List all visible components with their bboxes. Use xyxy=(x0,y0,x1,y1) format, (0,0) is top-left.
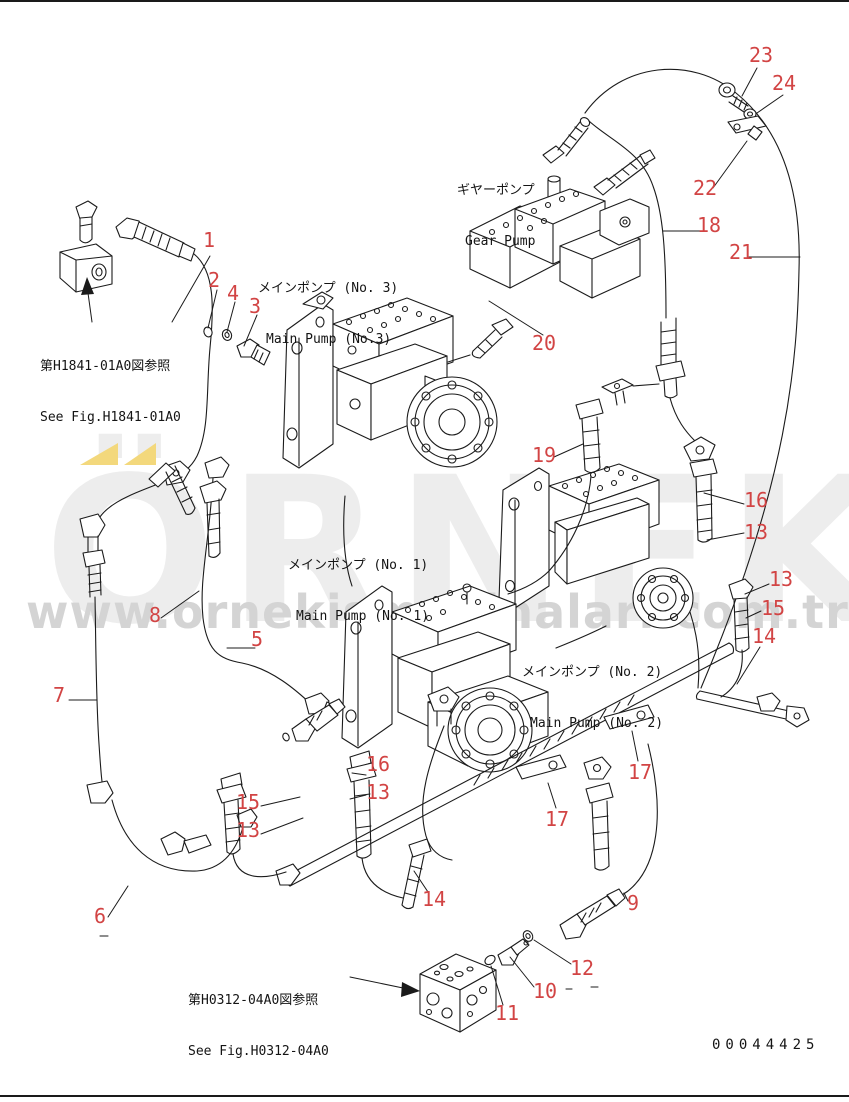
callout-15-left: 15 xyxy=(236,790,261,814)
gear-pump-drawing xyxy=(469,117,656,299)
label-gear-pump-en: Gear Pump xyxy=(465,234,536,249)
fittings-bottom-center xyxy=(216,686,460,910)
callout-13-left: 13 xyxy=(236,818,261,842)
label-main-pump-2-jp: メインポンプ (No. 2) xyxy=(522,665,663,680)
ref-fig-h1841-en: See Fig.H1841-01A0 xyxy=(40,410,181,425)
callout-18: 18 xyxy=(697,213,722,237)
callout-12: 12 xyxy=(570,956,595,980)
callout-10: 10 xyxy=(533,979,558,1003)
reference-arrows xyxy=(81,277,420,997)
callout-19: 19 xyxy=(532,443,557,467)
spiral-hose xyxy=(275,642,735,887)
callout-11: 11 xyxy=(495,1001,520,1025)
label-main-pump-2-en: Main Pump (No. 2) xyxy=(530,716,664,731)
callout-14-bottom: 14 xyxy=(422,887,447,911)
drawing-number: 00044425 xyxy=(712,1037,820,1053)
ref-fig-h1841-label: 第H1841-01A0図参照 See Fig.H1841-01A0 xyxy=(40,324,181,460)
ref-fig-h0312-en: See Fig.H0312-04A0 xyxy=(188,1044,329,1059)
tee-and-tube-19 xyxy=(507,378,660,649)
callout-14-right: 14 xyxy=(752,624,777,648)
callout-23: 23 xyxy=(749,43,774,67)
callout-13-mid: 13 xyxy=(366,780,391,804)
callout-13-right-lower: 13 xyxy=(769,567,794,591)
callout-15-right: 15 xyxy=(761,596,786,620)
callout-7: 7 xyxy=(53,683,66,707)
label-gear-pump: ギヤーポンプ Gear Pump xyxy=(457,148,535,284)
ref-fig-h1841-jp: 第H1841-01A0図参照 xyxy=(40,359,171,374)
callout-8: 8 xyxy=(149,603,162,627)
callout-13-right-upper: 13 xyxy=(744,520,769,544)
callout-17-lower: 17 xyxy=(545,807,570,831)
callout-4: 4 xyxy=(227,281,240,305)
label-main-pump-1: メインポンプ (No. 1) Main Pump (No. 1) xyxy=(288,523,429,659)
long-hoses-right xyxy=(584,68,800,689)
callout-9: 9 xyxy=(627,891,640,915)
main-pump-3-drawing xyxy=(282,291,498,469)
label-main-pump-3: メインポンプ (No. 3) Main Pump (No.3) xyxy=(258,246,398,382)
leader-lines xyxy=(68,67,801,1006)
main-pump-2-drawing xyxy=(498,463,694,629)
callout-16-mid: 16 xyxy=(366,752,391,776)
callout-2: 2 xyxy=(208,268,221,292)
pump3-to-pump1-hose xyxy=(343,318,514,587)
elbow-and-hose-9 xyxy=(484,743,658,990)
callout-1: 1 xyxy=(203,228,216,252)
callout-21: 21 xyxy=(729,240,754,264)
callout-17-upper: 17 xyxy=(628,760,653,784)
ref-fig-h0312-jp: 第H0312-04A0図参照 xyxy=(188,993,319,1008)
page-top-edge-line xyxy=(0,0,849,2)
hoses-left xyxy=(79,253,339,937)
callout-16-right: 16 xyxy=(744,488,769,512)
fittings-right-column xyxy=(683,436,810,728)
label-main-pump-1-jp: メインポンプ (No. 1) xyxy=(288,558,429,573)
label-main-pump-3-en: Main Pump (No.3) xyxy=(266,332,392,347)
callout-22: 22 xyxy=(693,176,718,200)
callout-5: 5 xyxy=(251,627,264,651)
fitting-cluster-top-left xyxy=(59,200,196,293)
label-main-pump-1-en: Main Pump (No. 1) xyxy=(296,609,430,624)
page-bottom-edge-line xyxy=(0,1095,849,1097)
label-main-pump-2: メインポンプ (No. 2) Main Pump (No. 2) xyxy=(522,630,663,766)
manifold-block-drawing xyxy=(419,953,497,1033)
label-main-pump-3-jp: メインポンプ (No. 3) xyxy=(258,281,399,296)
callout-20: 20 xyxy=(532,331,557,355)
ref-fig-h0312-label: 第H0312-04A0図参照 See Fig.H0312-04A0 xyxy=(188,958,329,1094)
callout-6: 6 xyxy=(94,904,107,928)
label-gear-pump-jp: ギヤーポンプ xyxy=(457,183,535,198)
callout-3: 3 xyxy=(249,294,262,318)
callout-24: 24 xyxy=(772,71,797,95)
